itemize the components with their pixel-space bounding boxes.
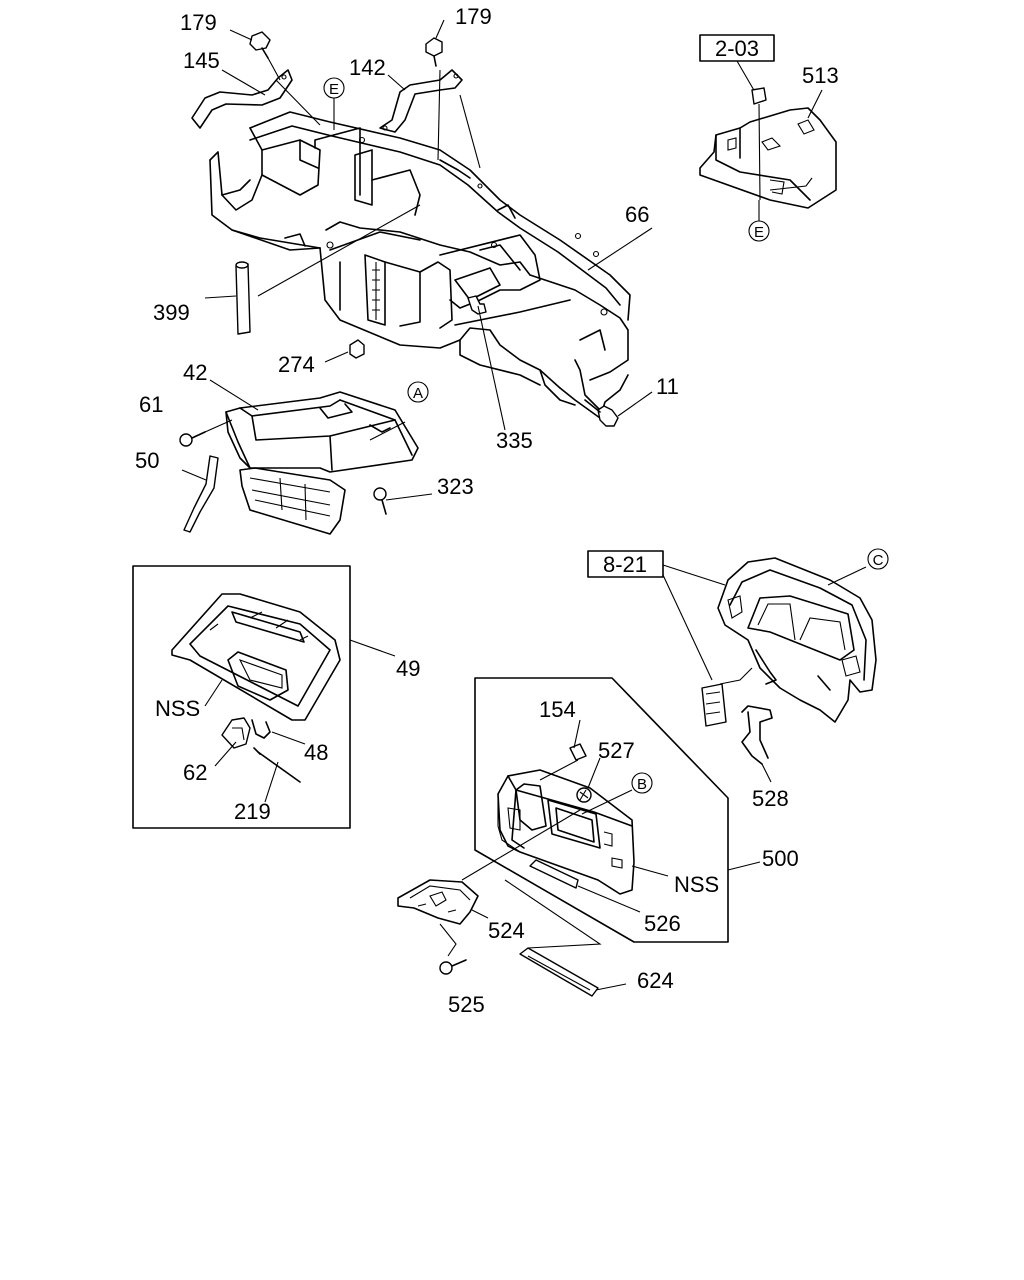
label-274: 274 <box>278 352 315 377</box>
label-66: 66 <box>625 202 649 227</box>
label-61: 61 <box>139 392 163 417</box>
label-500: 500 <box>762 846 799 871</box>
part-525-screw <box>439 959 467 975</box>
part-142-bracket <box>379 69 463 133</box>
part-145-bracket <box>191 69 293 129</box>
connector-E-top-label: E <box>329 81 339 98</box>
part-274-nut <box>349 339 365 359</box>
connector-A: A <box>407 381 429 403</box>
part-335-clip <box>467 295 487 315</box>
label-323: 323 <box>437 474 474 499</box>
label-399: 399 <box>153 300 190 325</box>
label-528: 528 <box>752 786 789 811</box>
label-142: 142 <box>349 55 386 80</box>
connector-E-top: E <box>323 77 345 130</box>
connector-B: B <box>631 772 653 794</box>
label-49: 49 <box>396 656 420 681</box>
label-525: 525 <box>448 992 485 1017</box>
label-526: 526 <box>644 911 681 936</box>
part-61-screw <box>179 419 233 447</box>
connector-B-label: B <box>637 776 647 793</box>
reference-8-21: 8-21 <box>603 552 647 577</box>
label-179-right: 179 <box>455 4 492 29</box>
reference-2-03: 2-03 <box>715 36 759 61</box>
label-335: 335 <box>496 428 533 453</box>
part-50-strip <box>183 455 219 533</box>
bolt-179-left <box>249 31 281 81</box>
label-179-left: 179 <box>180 10 217 35</box>
connector-A-label: A <box>413 385 423 402</box>
connector-E-right: E <box>748 200 770 242</box>
label-527: 527 <box>598 738 635 763</box>
label-nss-left: NSS <box>155 696 200 721</box>
label-145: 145 <box>183 48 220 73</box>
part-11-bolt <box>584 399 619 427</box>
label-50: 50 <box>135 448 159 473</box>
part-399-pipe <box>235 204 421 335</box>
instrument-cluster-bezel <box>587 550 877 765</box>
part-524-tray <box>397 809 581 957</box>
label-42: 42 <box>183 360 207 385</box>
leader-lines <box>181 19 867 991</box>
label-219: 219 <box>234 799 271 824</box>
label-48: 48 <box>304 740 328 765</box>
glove-box-42 <box>225 391 419 535</box>
label-154: 154 <box>539 697 576 722</box>
label-524: 524 <box>488 918 525 943</box>
bolt-179-right <box>425 37 443 67</box>
label-nss-right: NSS <box>674 872 719 897</box>
instrument-panel-frame <box>209 69 631 419</box>
connector-E-right-label: E <box>754 224 764 241</box>
part-500-detail-box <box>474 677 729 943</box>
part-49-detail-box <box>132 565 351 829</box>
connector-C-label: C <box>873 552 884 569</box>
part-513-bracket <box>699 34 837 209</box>
connector-C: C <box>867 548 889 570</box>
part-323-screw <box>373 487 387 515</box>
part-624-strip <box>504 879 602 997</box>
label-624: 624 <box>637 968 674 993</box>
label-513: 513 <box>802 63 839 88</box>
label-62: 62 <box>183 760 207 785</box>
label-11: 11 <box>656 374 679 399</box>
